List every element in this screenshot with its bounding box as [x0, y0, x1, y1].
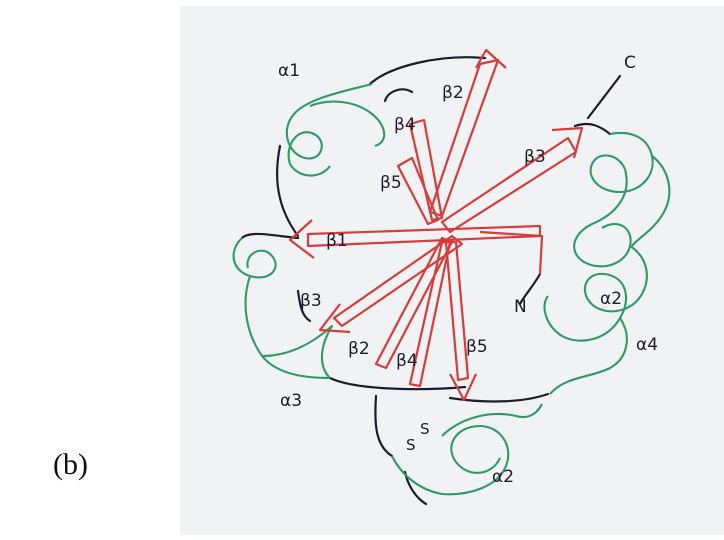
label-alpha4: α4 — [636, 335, 658, 355]
label-beta4-top: β4 — [394, 115, 416, 135]
label-disulfide-s1: S — [420, 420, 430, 438]
label-beta3-top: β3 — [524, 147, 546, 167]
label-alpha2-right: α2 — [600, 289, 622, 309]
panel-label: (b) — [53, 448, 88, 482]
label-beta2-bottom: β2 — [348, 339, 370, 359]
label-beta5-bottom: β5 — [466, 337, 488, 357]
label-alpha3: α3 — [280, 391, 302, 411]
label-beta5-top: β5 — [380, 173, 402, 193]
label-alpha1: α1 — [278, 61, 300, 81]
label-disulfide-s2: S — [406, 436, 416, 454]
label-n-terminus: N — [514, 297, 527, 317]
label-beta1: β1 — [326, 231, 348, 251]
protein-ribbon-figure: α1 β2 β4 β5 β3 C β1 β3 N α2 α4 β2 β4 β5 … — [180, 6, 724, 535]
label-c-terminus: C — [624, 53, 636, 73]
label-beta3-left: β3 — [300, 291, 322, 311]
label-beta4-bottom: β4 — [396, 351, 418, 371]
label-beta2-top: β2 — [442, 83, 464, 103]
label-alpha2-bottom: α2 — [492, 467, 514, 487]
